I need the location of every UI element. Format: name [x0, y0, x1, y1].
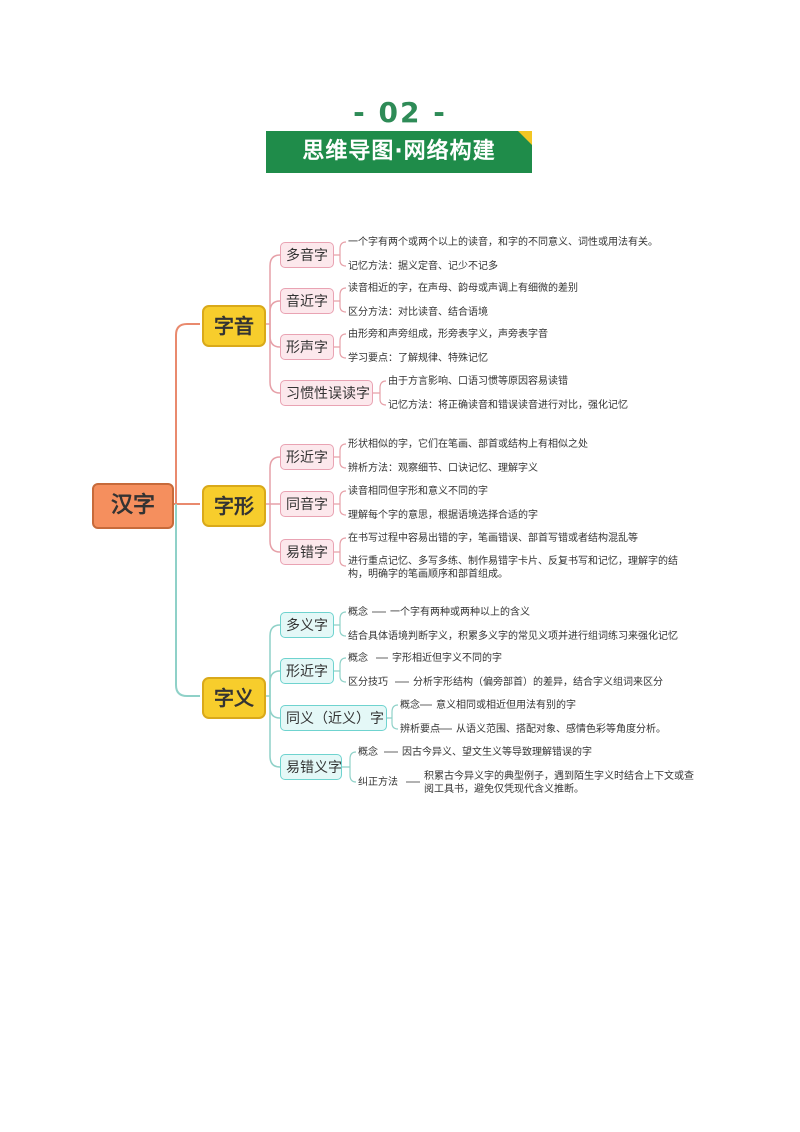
leaf-key: 概念 [348, 653, 368, 664]
page-title: 思维导图·网络构建 [302, 139, 496, 164]
leaf-text: 由形旁和声旁组成，形旁表字义，声旁表字音 [348, 329, 548, 340]
title-banner [266, 131, 532, 173]
leaf-text: 学习要点：了解规律、特殊记忆 [348, 353, 488, 364]
leaf-text: 由于方言影响、口语习惯等原因容易读错 [388, 376, 568, 387]
leaf-text: 进行重点记忆、多写多练、制作易错字卡片、反复书写和记忆，理解字的结构，明确字的笔… [348, 556, 678, 580]
node-similar-form: 形近字 [280, 444, 334, 470]
leaf-text: 一个字有两个或两个以上的读音，和字的不同意义、词性或用法有关。 [348, 237, 658, 248]
leaf-text: 字形相近但字义不同的字 [392, 653, 502, 664]
leaf-key: 纠正方法 [358, 777, 398, 788]
node-error-meaning: 易错义字 [280, 754, 342, 780]
node-habitual-misread: 习惯性误读字 [280, 380, 373, 406]
leaf-text: 结合具体语境判断字义，积累多义字的常见义项并进行组词练习来强化记忆 [348, 631, 678, 642]
node-pictophonetic: 形声字 [280, 334, 334, 360]
node-polyphonic: 多音字 [280, 242, 334, 268]
category-pronunciation: 字音 [202, 305, 266, 347]
node-polysemous: 多义字 [280, 612, 334, 638]
leaf-text: 分析字形结构（偏旁部首）的差异，结合字义组词来区分 [413, 677, 663, 688]
node-homophone: 同音字 [280, 491, 334, 517]
leaf-text: 从语义范围、搭配对象、感情色彩等角度分析。 [456, 724, 666, 735]
leaf-text: 在书写过程中容易出错的字，笔画错误、部首写错或者结构混乱等 [348, 533, 638, 544]
section-number: - 02 - [353, 96, 447, 129]
leaf-key: 概念 [348, 607, 368, 618]
leaf-text: 读音相同但字形和意义不同的字 [348, 486, 488, 497]
leaf-key: 辨析要点 [400, 724, 440, 735]
node-similar-form-meaning: 形近字 [280, 658, 334, 684]
leaf-text: 意义相同或相近但用法有别的字 [436, 700, 576, 711]
leaf-text: 理解每个字的意思，根据语境选择合适的字 [348, 510, 538, 521]
node-synonym: 同义（近义）字 [280, 705, 387, 731]
category-meaning: 字义 [202, 677, 266, 719]
root-node: 汉字 [92, 483, 174, 529]
leaf-key: 区分技巧 [348, 677, 388, 688]
leaf-text: 记忆方法：将正确读音和错误读音进行对比，强化记忆 [388, 400, 628, 411]
leaf-text: 一个字有两种或两种以上的含义 [390, 607, 530, 618]
node-error-prone: 易错字 [280, 539, 334, 565]
category-form: 字形 [202, 485, 266, 527]
leaf-text: 形状相似的字，它们在笔画、部首或结构上有相似之处 [348, 439, 588, 450]
leaf-text: 积累古今异义字的典型例子，遇到陌生字义时结合上下文或查阅工具书，避免仅凭现代含义… [424, 771, 694, 795]
leaf-key: 概念 [400, 700, 420, 711]
leaf-text: 读音相近的字，在声母、韵母或声调上有细微的差别 [348, 283, 578, 294]
node-similar-sound: 音近字 [280, 288, 334, 314]
banner-corner-accent [518, 131, 532, 145]
leaf-key: 概念 [358, 747, 378, 758]
leaf-text: 记忆方法：据义定音、记少不记多 [348, 261, 498, 272]
leaf-text: 区分方法：对比读音、结合语境 [348, 307, 488, 318]
leaf-text: 因古今异义、望文生义等导致理解错误的字 [402, 747, 592, 758]
leaf-text: 辨析方法：观察细节、口诀记忆、理解字义 [348, 463, 538, 474]
